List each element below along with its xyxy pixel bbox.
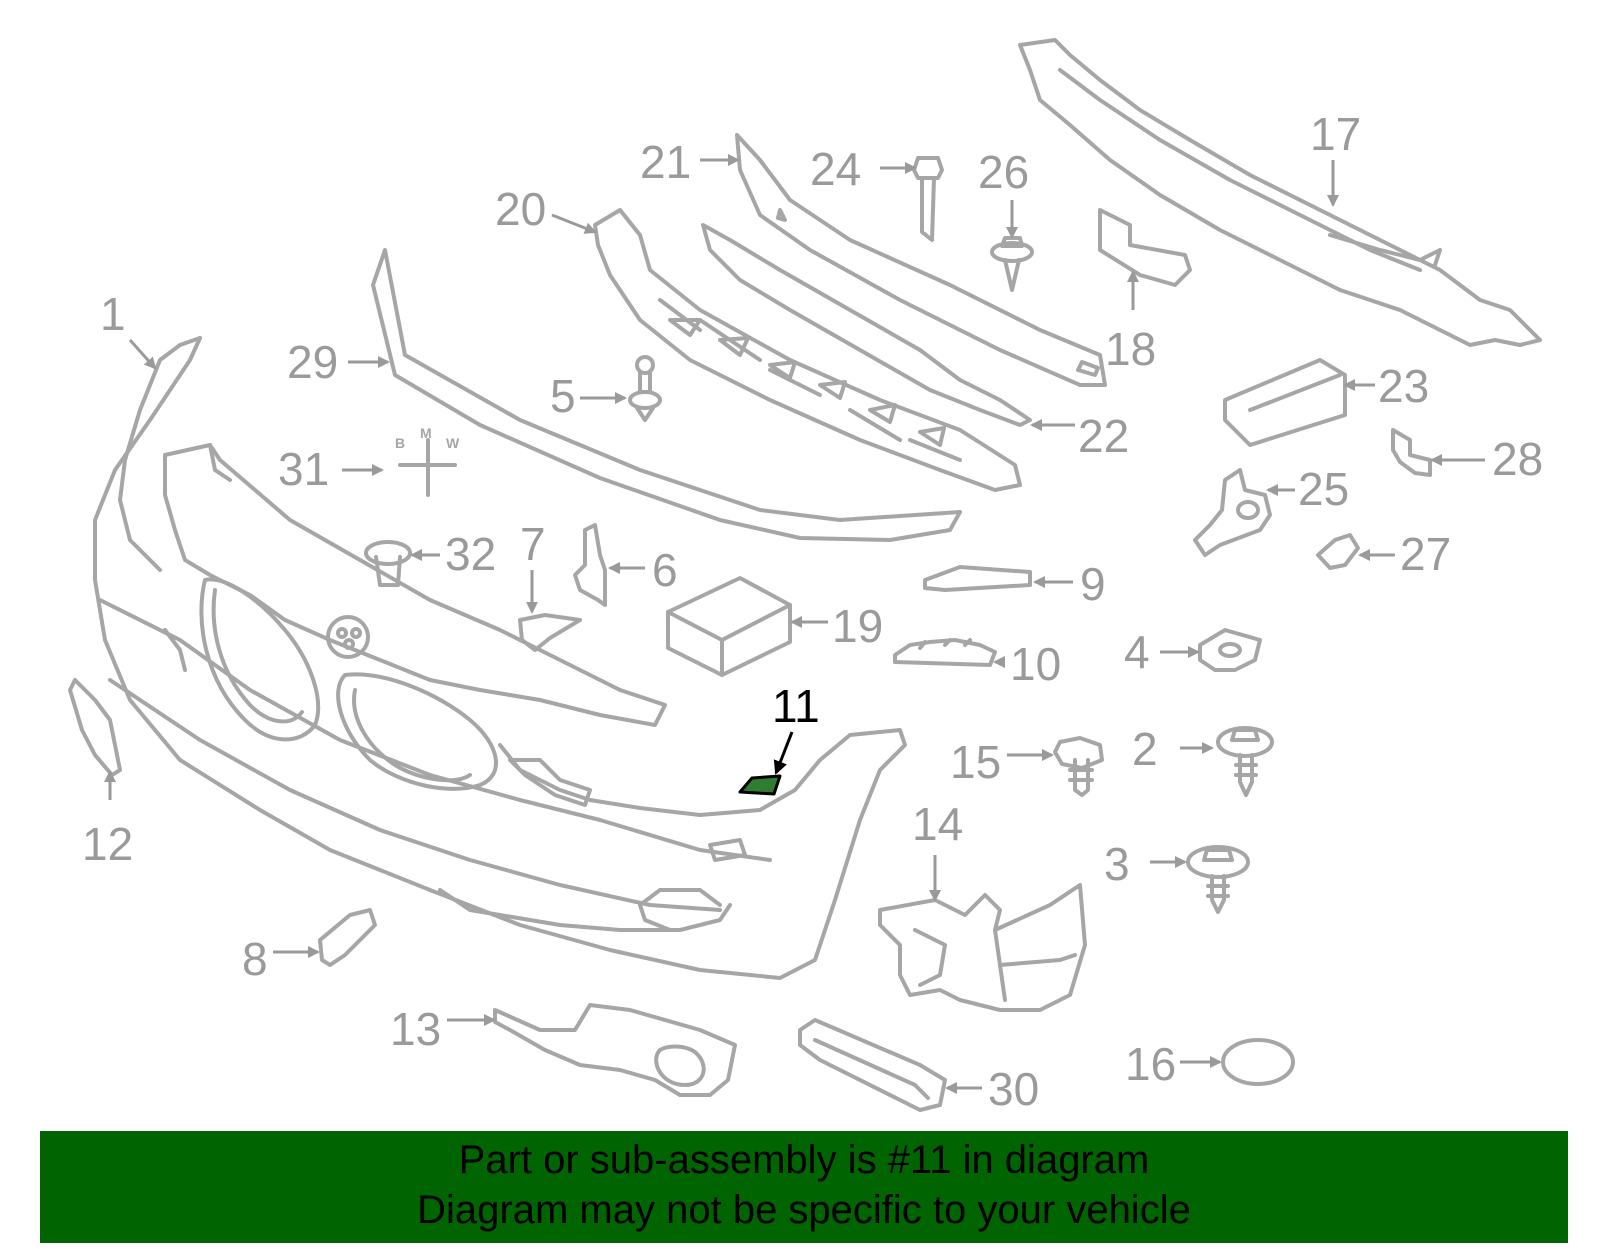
part-18[interactable] xyxy=(1098,208,1192,287)
callout-14: 14 xyxy=(912,798,963,850)
part-16-ring[interactable] xyxy=(1221,1038,1295,1086)
banner-line-part: Part or sub-assembly is #11 in diagram xyxy=(458,1138,1150,1182)
callout-13: 13 xyxy=(390,1003,441,1055)
callout-17: 17 xyxy=(1310,108,1361,160)
callout-21: 21 xyxy=(640,136,691,188)
part-1-bumper-cover[interactable] xyxy=(93,336,907,980)
part-10[interactable] xyxy=(893,638,997,667)
callout-2: 2 xyxy=(1132,723,1158,775)
callout-24: 24 xyxy=(810,143,861,195)
part-26-fastener[interactable] xyxy=(990,236,1034,292)
banner-line-disclaimer: Diagram may not be specific to your vehi… xyxy=(417,1188,1191,1232)
emblem-letter-b: B xyxy=(395,435,405,451)
part-19-block[interactable] xyxy=(666,576,792,677)
part-9[interactable] xyxy=(923,565,1032,592)
callout-12: 12 xyxy=(82,818,133,870)
part-21-upper-trim[interactable] xyxy=(735,133,1107,387)
part-29-trim-strip[interactable] xyxy=(371,248,962,542)
parts-diagram: B M W xyxy=(68,38,1543,1115)
callout-9: 9 xyxy=(1080,558,1106,610)
callout-16: 16 xyxy=(1125,1038,1176,1090)
leader-arrows xyxy=(104,154,1485,1094)
callout-3: 3 xyxy=(1104,838,1130,890)
part-6[interactable] xyxy=(573,523,607,607)
info-banner: Part or sub-assembly is #11 in diagram D… xyxy=(40,1131,1568,1243)
callout-30: 30 xyxy=(988,1063,1039,1115)
callout-23: 23 xyxy=(1378,360,1429,412)
part-7[interactable] xyxy=(518,613,582,652)
callout-5: 5 xyxy=(550,370,576,422)
callout-20: 20 xyxy=(495,183,546,235)
callout-11: 11 xyxy=(772,680,820,732)
emblem-letter-m: M xyxy=(420,425,432,441)
part-3-screw[interactable] xyxy=(1186,845,1250,914)
part-24-bolt[interactable] xyxy=(912,156,944,242)
callout-18: 18 xyxy=(1105,323,1156,375)
part-17-reinforcement-bar[interactable] xyxy=(1018,38,1542,347)
part-12[interactable] xyxy=(68,678,122,777)
part-30-grille-insert[interactable] xyxy=(798,1018,947,1112)
part-32-grommet[interactable] xyxy=(364,540,412,587)
part-14-bracket[interactable] xyxy=(878,883,1087,1012)
part-27[interactable] xyxy=(1316,533,1360,570)
part-4[interactable] xyxy=(1198,628,1262,672)
callout-1: 1 xyxy=(100,288,126,340)
part-20-absorber[interactable] xyxy=(593,208,1022,492)
part-28[interactable] xyxy=(1391,428,1432,477)
callout-27: 27 xyxy=(1400,528,1451,580)
part-15-nut[interactable] xyxy=(1053,736,1104,797)
part-2-screw[interactable] xyxy=(1216,726,1274,797)
part-22-trim-strip[interactable] xyxy=(701,223,1032,427)
callout-8: 8 xyxy=(242,933,268,985)
part-8[interactable] xyxy=(318,908,377,967)
callout-26: 26 xyxy=(978,146,1029,198)
callout-25: 25 xyxy=(1298,463,1349,515)
callout-32: 32 xyxy=(445,528,496,580)
part-13-lower-grille[interactable] xyxy=(493,1003,737,1097)
callout-4: 4 xyxy=(1124,626,1150,678)
part-grille-carrier xyxy=(163,443,667,807)
part-11-highlighted[interactable] xyxy=(738,774,782,796)
part-5-clip[interactable] xyxy=(628,355,662,422)
callout-7: 7 xyxy=(520,518,546,570)
callout-19: 19 xyxy=(832,600,883,652)
callout-29: 29 xyxy=(287,336,338,388)
callout-28: 28 xyxy=(1492,433,1543,485)
callout-15: 15 xyxy=(950,736,1001,788)
part-31-emblem[interactable]: B M W xyxy=(395,425,460,497)
callout-31: 31 xyxy=(278,443,329,495)
part-23[interactable] xyxy=(1223,358,1347,447)
callout-10: 10 xyxy=(1010,638,1061,690)
emblem-letter-w: W xyxy=(446,435,460,451)
callout-6: 6 xyxy=(652,544,678,596)
callout-22: 22 xyxy=(1078,410,1129,462)
part-25-bracket[interactable] xyxy=(1193,468,1272,557)
